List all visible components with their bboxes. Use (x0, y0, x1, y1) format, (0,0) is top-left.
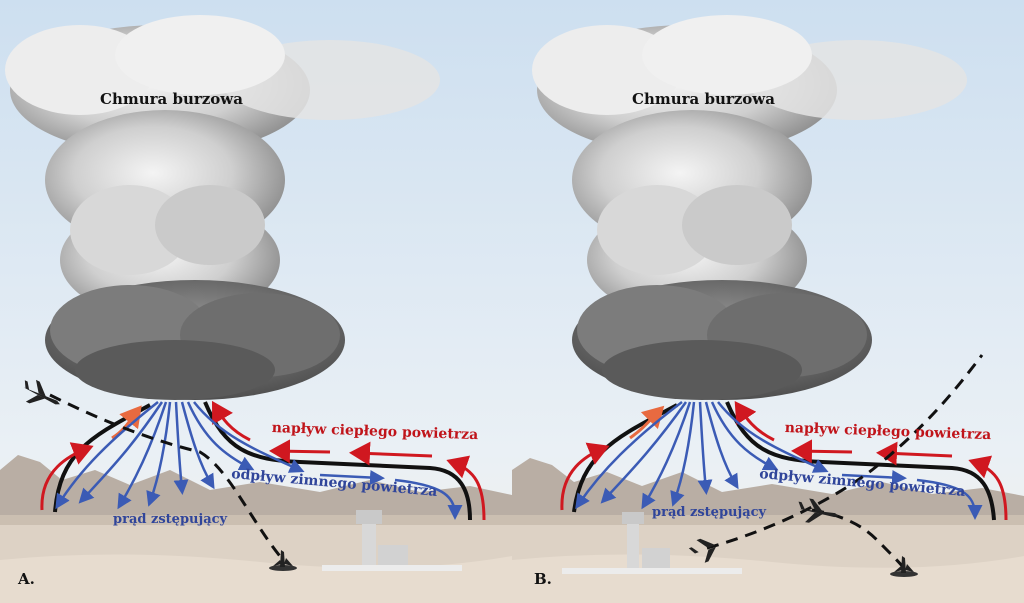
airport-icon (322, 510, 462, 571)
warm-inflow-right-upper (269, 439, 331, 464)
panel-b: Chmura burzowa napływ ciepłego powietrza… (512, 0, 1024, 603)
crash-site-icon (890, 556, 918, 577)
aircraft-icon (688, 538, 716, 563)
aircraft-icon (798, 498, 839, 523)
warm-inflow-left-upper (629, 405, 665, 440)
warm-inflow-cloud-edge (211, 400, 251, 442)
panel-a: Chmura burzowa napływ ciepłego powietrza… (0, 0, 512, 603)
storm-cloud (532, 15, 967, 400)
aircraft-icon (23, 379, 60, 405)
warm-inflow-right-mid (349, 441, 433, 466)
panel-a-drawing (0, 0, 512, 603)
cloud-label: Chmura burzowa (632, 90, 775, 108)
airport-icon (562, 512, 742, 574)
downdraft-label: prąd zstępujący (113, 512, 228, 527)
crash-site-icon (269, 550, 297, 571)
panel-letter: B. (534, 570, 552, 588)
warm-inflow-right (446, 455, 486, 521)
downdraft-arrows (55, 401, 463, 520)
flight-path-takeoff (706, 354, 984, 550)
warm-inflow-left (560, 442, 610, 511)
warm-inflow-left-upper (111, 405, 142, 440)
cloud-label: Chmura burzowa (100, 90, 243, 108)
warm-inflow-left (40, 442, 94, 511)
panel-b-drawing (512, 0, 1024, 603)
storm-cloud (5, 15, 440, 400)
mountains (512, 458, 1024, 520)
downdraft-arrows (575, 401, 983, 520)
warm-inflow-right (968, 455, 1008, 521)
warm-inflow-cloud-edge (734, 401, 775, 442)
warm-inflow-right-upper (791, 439, 853, 464)
flight-path (49, 393, 285, 561)
panel-letter: A. (18, 570, 35, 588)
downdraft-label: prąd zstępujący (652, 505, 767, 520)
